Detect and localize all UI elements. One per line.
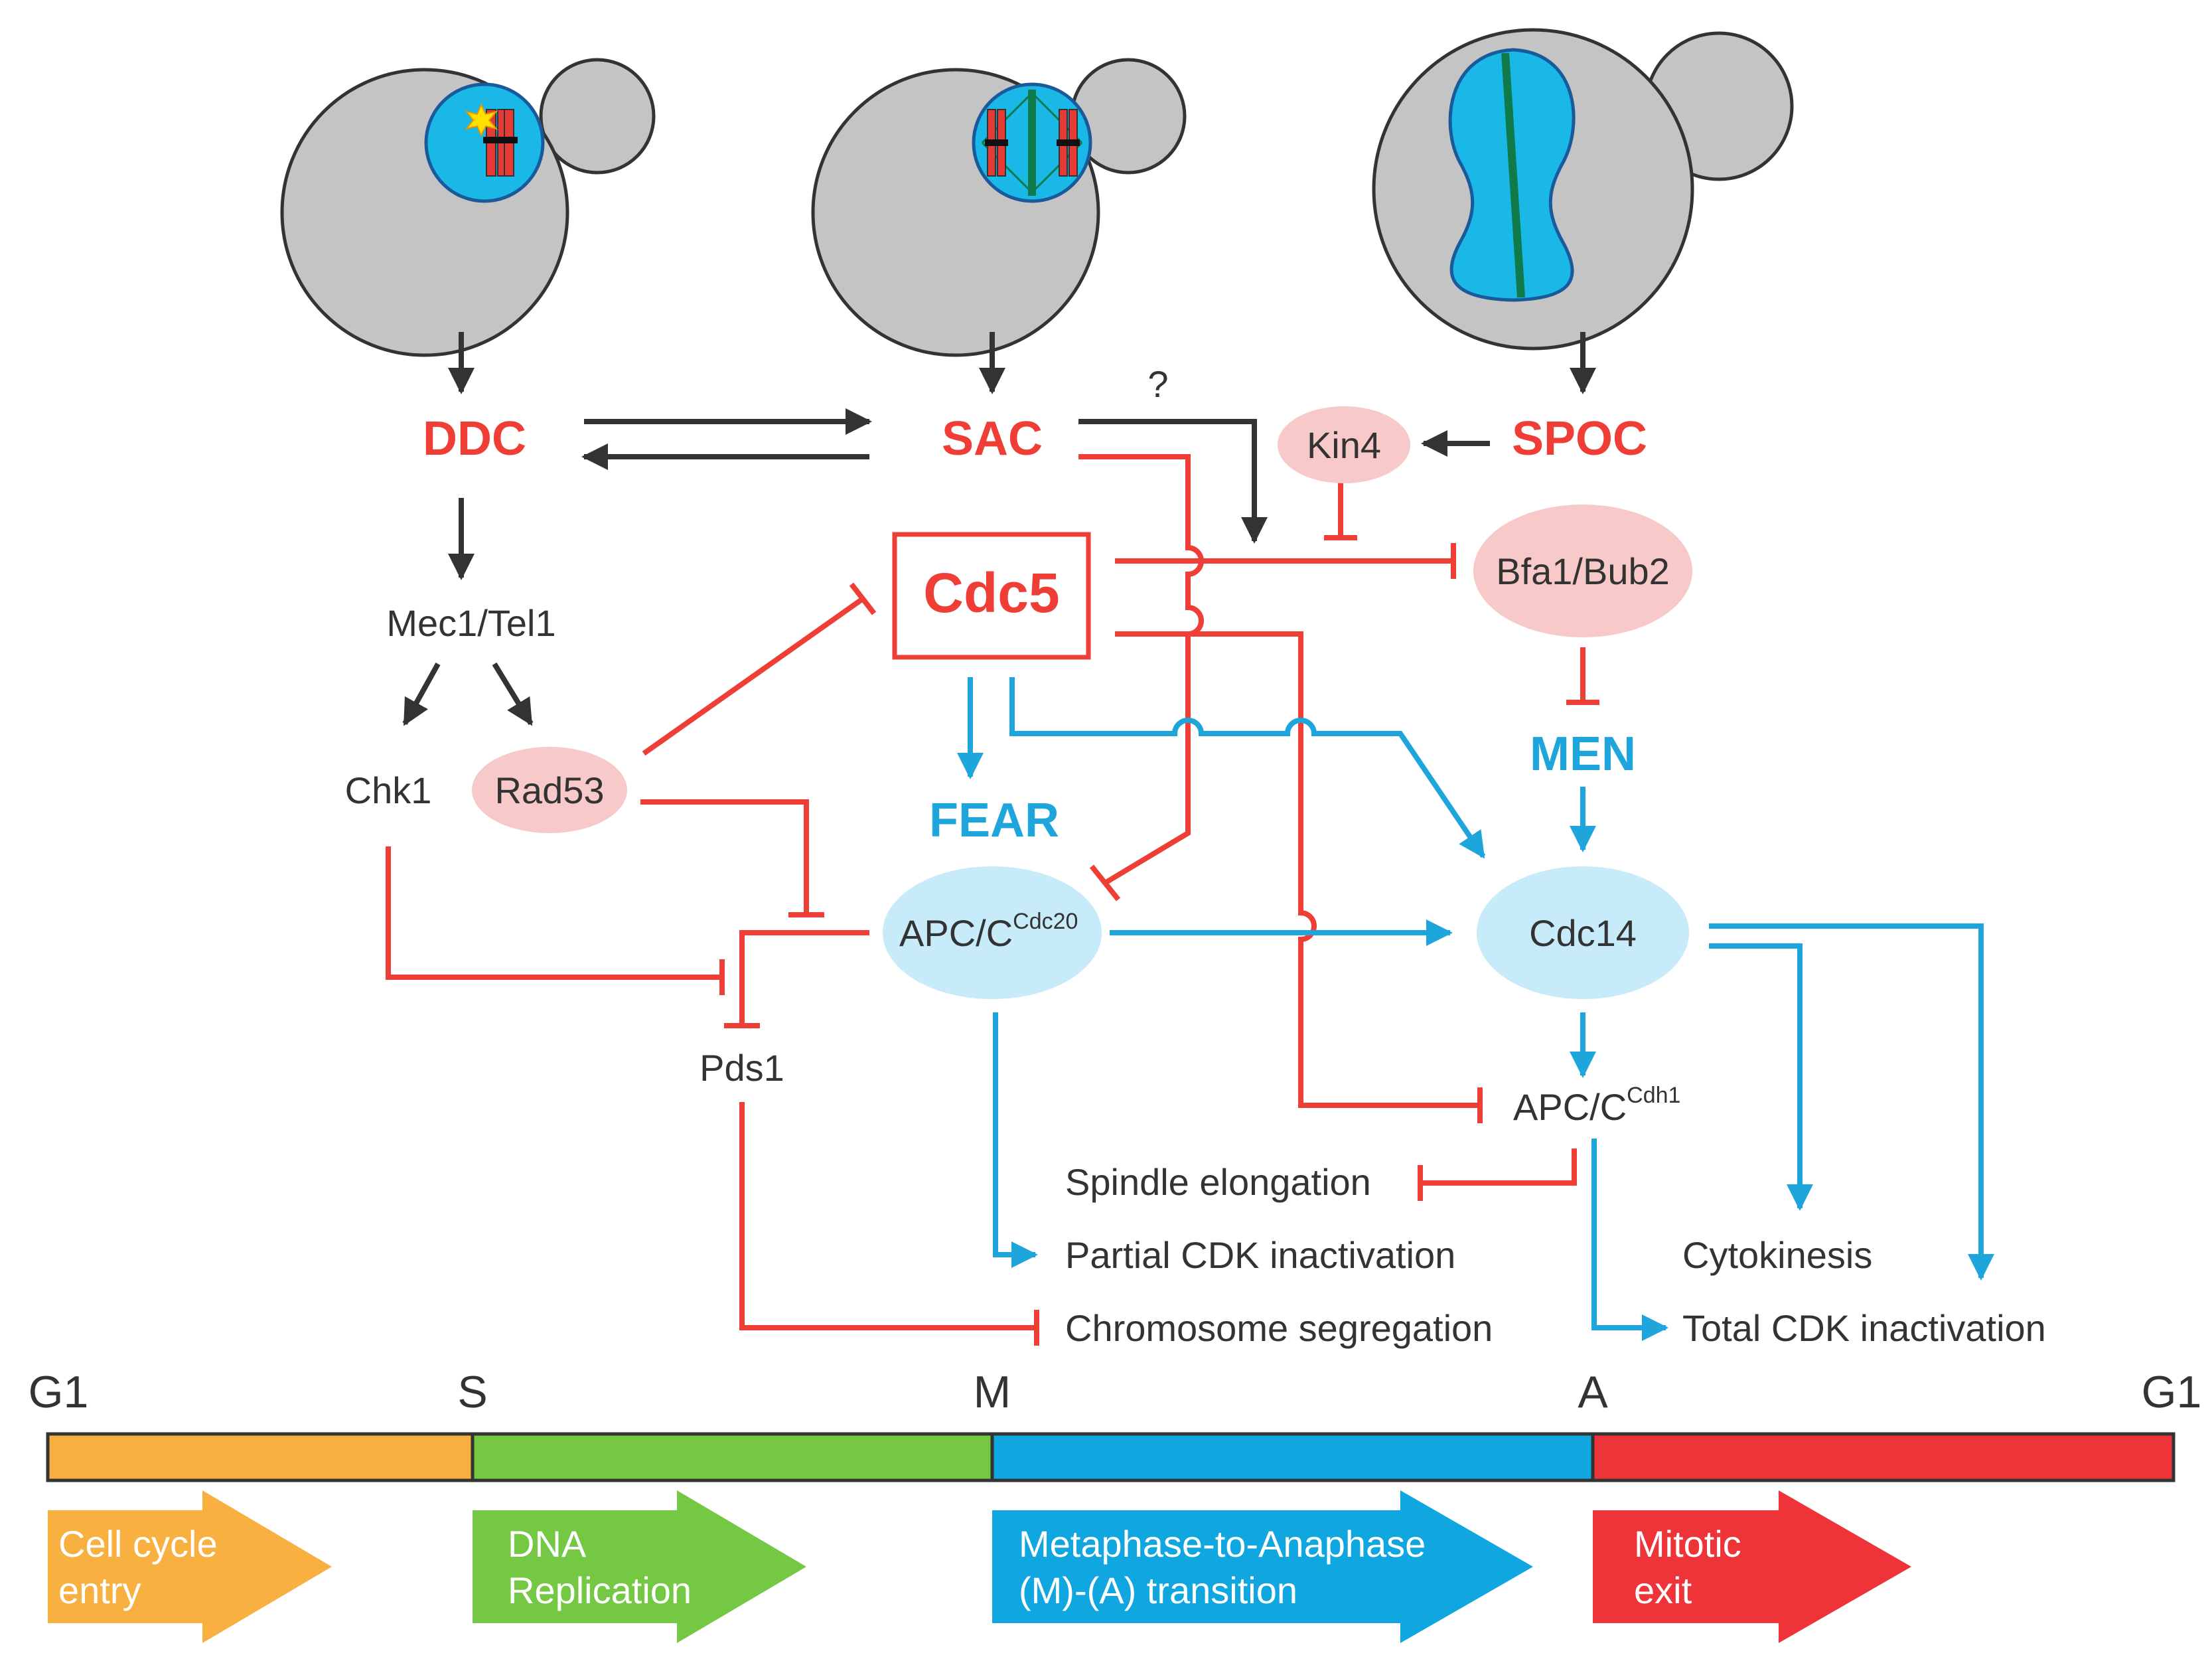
apc-cdc20-label: APC/CCdc20 — [899, 909, 1078, 954]
phase-text-m-line2: (M)-(A) transition — [1019, 1569, 1297, 1611]
fear-label: FEAR — [929, 794, 1059, 847]
mec1-tel1-label: Mec1/Tel1 — [386, 602, 555, 644]
phase-text-m-line1: Metaphase-to-Anaphase — [1019, 1523, 1426, 1565]
timeline-bar-s — [471, 1432, 994, 1482]
cdc14-label: Cdc14 — [1529, 912, 1637, 954]
total-cdk-inactivation-label: Total CDK inactivation — [1682, 1307, 2046, 1349]
pds1-label: Pds1 — [700, 1047, 784, 1089]
rad53-node — [472, 747, 627, 833]
timeline-bar-a — [1591, 1432, 2175, 1482]
bfa1-bub2-node — [1473, 505, 1692, 637]
cell-cycle-timeline: G1 S M A G1 Cell cycle entry DNA Replica… — [29, 1367, 2202, 1643]
phase-label-a: A — [1578, 1367, 1608, 1417]
cell-anaphase — [1372, 28, 1794, 351]
bfa1-bub2-label: Bfa1/Bub2 — [1496, 550, 1670, 592]
phase-label-g1-start: G1 — [29, 1367, 89, 1417]
cell-metaphase — [811, 58, 1187, 357]
black-arrows — [402, 332, 1596, 726]
men-label: MEN — [1530, 728, 1636, 781]
cytokinesis-label: Cytokinesis — [1682, 1234, 1872, 1276]
blue-activations — [957, 677, 1994, 1341]
unknown-link-label: ? — [1147, 363, 1168, 405]
phase-arrow-cell-cycle-entry — [48, 1490, 332, 1643]
chromosome-segregation-label: Chromosome segregation — [1065, 1307, 1493, 1349]
phase-text-s-line2: Replication — [508, 1569, 692, 1611]
ddc-label: DDC — [423, 412, 526, 465]
phase-text-g1-line2: entry — [58, 1569, 141, 1611]
chk1-label: Chk1 — [345, 769, 432, 811]
spoc-label: SPOC — [1512, 412, 1647, 465]
cdc14-node — [1477, 866, 1689, 999]
rad53-label: Rad53 — [494, 769, 604, 811]
phase-arrow-dna-replication — [473, 1490, 806, 1643]
phase-arrow-mitotic-exit — [1593, 1490, 1911, 1643]
dna-damage-icon — [465, 103, 498, 137]
partial-cdk-inactivation-label: Partial CDK inactivation — [1065, 1234, 1455, 1276]
spindle — [1501, 52, 1525, 298]
phase-label-g1-end: G1 — [2142, 1367, 2202, 1417]
cdc5-label: Cdc5 — [923, 562, 1059, 624]
cdc5-box — [892, 532, 1091, 660]
apc-cdh1-label: APC/CCdh1 — [1513, 1083, 1680, 1128]
phase-text-a-line1: Mitotic — [1634, 1523, 1741, 1565]
timeline-bar-m — [990, 1432, 1595, 1482]
sac-label: SAC — [942, 412, 1043, 465]
phase-text-s-line1: DNA — [508, 1523, 587, 1565]
apc-cdc20-node — [883, 866, 1102, 999]
cell-g2-dna-damage — [280, 58, 656, 357]
phase-text-g1-line1: Cell cycle — [58, 1523, 218, 1565]
kin4-label: Kin4 — [1307, 424, 1381, 466]
red-inhibitions — [386, 454, 1599, 1346]
phase-arrow-m-a-transition — [992, 1490, 1533, 1643]
spindle — [1028, 90, 1036, 196]
spindle-elongation-label: Spindle elongation — [1065, 1161, 1371, 1203]
phase-text-a-line2: exit — [1634, 1569, 1692, 1611]
phase-label-m: M — [974, 1367, 1011, 1417]
timeline-bar-g1 — [46, 1432, 475, 1482]
phase-label-s: S — [457, 1367, 487, 1417]
kin4-node — [1278, 406, 1410, 483]
